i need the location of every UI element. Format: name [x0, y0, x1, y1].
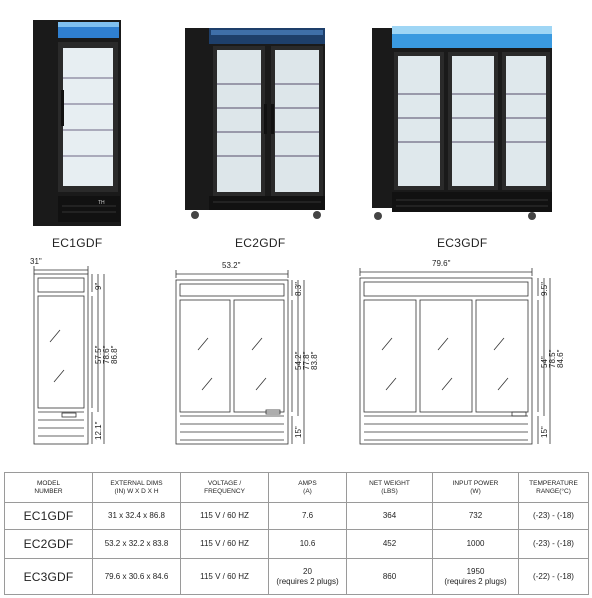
ec3gdf-photo — [372, 26, 552, 220]
brand-mark: TH — [98, 200, 105, 206]
ec3-top-label: 9.5" — [540, 282, 549, 296]
cell-voltage: 115 V / 60 HZ — [180, 502, 269, 530]
header-dims: EXTERNAL DIMS(IN) W X D X H — [92, 472, 181, 503]
table-row: EC2GDF 53.2 x 32.2 x 83.8 115 V / 60 HZ … — [4, 529, 589, 559]
cell-weight: 364 — [346, 502, 433, 530]
model-label-ec1gdf: EC1GDF — [52, 236, 103, 250]
amps-value: 20 — [303, 566, 312, 576]
cell-power: 1000 — [432, 529, 519, 559]
header-weight: NET WEIGHT(LBS) — [346, 472, 433, 503]
header-power: INPUT POWER(W) — [432, 472, 519, 503]
cell-amps: 10.6 — [268, 529, 347, 559]
ec3-width-label: 79.6" — [432, 259, 451, 268]
cell-temp: (-23) - (-18) — [518, 529, 589, 559]
cell-model: EC1GDF — [4, 502, 93, 530]
ec1-top-label: 9" — [94, 283, 103, 290]
model-label-ec2gdf: EC2GDF — [235, 236, 286, 250]
power-value: 1950 — [466, 566, 485, 576]
header-amps: AMPS(A) — [268, 472, 347, 503]
cell-weight: 860 — [346, 558, 433, 595]
ec2-overall-label: 83.8" — [310, 351, 319, 370]
table-row: EC1GDF 31 x 32.4 x 86.8 115 V / 60 HZ 7.… — [4, 502, 589, 530]
ec1-door-label: 57.5" — [94, 345, 103, 364]
ec3-overall-label: 84.6" — [556, 349, 565, 368]
cell-dims: 31 x 32.4 x 86.8 — [92, 502, 181, 530]
cell-amps: 7.6 — [268, 502, 347, 530]
cell-power: 1950(requires 2 plugs) — [432, 558, 519, 595]
ec3-door-label: 54" — [540, 356, 549, 368]
table-row: EC3GDF 79.6 x 30.6 x 84.6 115 V / 60 HZ … — [4, 558, 589, 595]
ec1-overall-label: 86.8" — [110, 345, 119, 364]
header-voltage: VOLTAGE /FREQUENCY — [180, 472, 269, 503]
ec1-body-label: 78.6" — [102, 345, 111, 364]
cell-dims: 79.6 x 30.6 x 84.6 — [92, 558, 181, 595]
cell-dims: 53.2 x 32.2 x 83.8 — [92, 529, 181, 559]
ec1gdf-photo: TH — [33, 20, 121, 226]
power-note: (requires 2 plugs) — [444, 576, 507, 586]
ec2-top-label: 8.3" — [294, 282, 303, 296]
ec2-width-label: 53.2" — [222, 261, 241, 270]
ec2gdf-photo — [185, 28, 325, 219]
cell-temp: (-23) - (-18) — [518, 502, 589, 530]
cell-voltage: 115 V / 60 HZ — [180, 558, 269, 595]
amps-note: (requires 2 plugs) — [276, 576, 339, 586]
cell-amps: 20(requires 2 plugs) — [268, 558, 347, 595]
model-label-ec3gdf: EC3GDF — [437, 236, 488, 250]
cell-power: 732 — [432, 502, 519, 530]
ec2-body-label: 77.8" — [302, 351, 311, 370]
dimension-drawings: 31" 9" 57.5" 78.6" 86.8" 12.1" 53.2" 8.3… — [30, 257, 565, 445]
cell-weight: 452 — [346, 529, 433, 559]
cell-temp: (-22) - (-18) — [518, 558, 589, 595]
ec1-width-label: 31" — [30, 257, 42, 266]
ec2-door-label: 54.2" — [294, 351, 303, 370]
cell-model: EC3GDF — [4, 558, 93, 595]
ec2-base-label: 15" — [294, 426, 303, 438]
ec3-base-label: 15" — [540, 426, 549, 438]
ec3-body-label: 78.5" — [548, 349, 557, 368]
cell-model: EC2GDF — [4, 529, 93, 559]
cell-voltage: 115 V / 60 HZ — [180, 529, 269, 559]
ec1-base-label: 12.1" — [94, 421, 103, 440]
